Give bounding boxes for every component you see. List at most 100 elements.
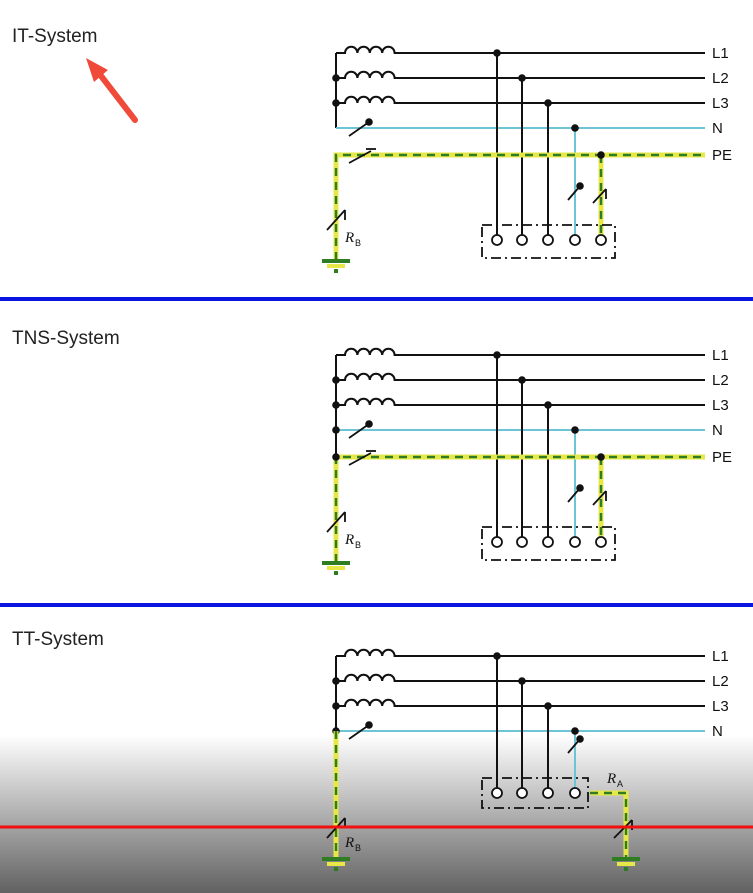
junction-dot (597, 151, 605, 159)
system-title: IT-System (12, 26, 98, 47)
ground-stub (334, 269, 338, 273)
terminal-N (569, 234, 581, 246)
terminal-N (569, 787, 581, 799)
junction-dot (493, 351, 501, 359)
junction-dot (365, 420, 373, 428)
terminal-PE (595, 536, 607, 548)
junction-dot (571, 426, 579, 434)
terminal-L3 (542, 234, 554, 246)
junction-dot (518, 74, 526, 82)
switch-contact-icon (348, 423, 370, 439)
switch-contact-icon (326, 209, 346, 231)
junction-dot (576, 484, 584, 492)
resistor-label: R (606, 771, 616, 787)
transformer-coil-icon (336, 95, 396, 104)
transformer-coil-icon (336, 698, 396, 707)
pe-green-dash (334, 153, 705, 260)
junction-dot (544, 702, 552, 710)
junction-dot (493, 49, 501, 57)
conductor-PE (333, 152, 705, 260)
switch-contact-icon (592, 490, 607, 506)
conductor-label-L3: L3 (712, 698, 729, 715)
transformer-coil-icon (336, 70, 396, 79)
conductor-label-N: N (712, 723, 723, 740)
junction-dot (332, 401, 340, 409)
conductor-label-L1: L1 (712, 45, 729, 62)
junction-dot (332, 426, 340, 434)
conductor-label-L1: L1 (712, 347, 729, 364)
switch-contact-icon (592, 188, 607, 204)
junction-dot (518, 677, 526, 685)
ground-plate-yellow (617, 862, 635, 866)
bottom-shadow-overlay (0, 735, 753, 893)
junction-dot (365, 118, 373, 126)
junction-dot (332, 74, 340, 82)
junction-dot (544, 401, 552, 409)
resistor-label-subscript: B (355, 238, 361, 248)
section-divider (0, 603, 753, 607)
conductor-label-L3: L3 (712, 397, 729, 414)
arrow-shaft (95, 69, 138, 123)
switch-contact-icon (348, 150, 372, 164)
junction-dot (493, 652, 501, 660)
diagram-content: IT-SystemL1L2L3NPETNS-SystemL1L2L3NPETT-… (0, 26, 753, 871)
ground-plate-yellow (327, 566, 345, 570)
transformer-coil-icon (336, 372, 396, 381)
junction-dot (332, 376, 340, 384)
junction-dot (571, 124, 579, 132)
ground-plate (322, 857, 350, 861)
switch-contact-icon (348, 121, 370, 137)
pointer-arrow-icon (86, 58, 138, 123)
junction-dot (518, 376, 526, 384)
switch-contact-icon (613, 819, 633, 839)
ground-plate (322, 561, 350, 565)
transformer-coil-icon (336, 45, 396, 54)
junction-dot (332, 453, 340, 461)
conductor-label-PE: PE (712, 449, 732, 466)
resistor-label-subscript: B (355, 843, 361, 853)
conductor-label-L1: L1 (712, 648, 729, 665)
resistor-label: R (344, 230, 354, 246)
transformer-coil-icon (336, 347, 396, 356)
conductor-label-L2: L2 (712, 372, 729, 389)
terminal-N (569, 536, 581, 548)
resistor-label-subscript: B (355, 540, 361, 550)
switch-contact-icon (326, 511, 346, 533)
system-title: TNS-System (12, 328, 120, 349)
arrow-head (86, 58, 108, 82)
ground-stub (334, 571, 338, 575)
junction-dot (576, 182, 584, 190)
resistor-label-subscript: A (617, 779, 623, 789)
junction-dot (544, 99, 552, 107)
conductor-label-N: N (712, 120, 723, 137)
conductor-label-PE: PE (712, 147, 732, 164)
system-title: TT-System (12, 629, 104, 650)
terminal-L3 (542, 536, 554, 548)
earth-lead-RA (590, 790, 629, 858)
transformer-coil-icon (336, 673, 396, 682)
transformer-coil-icon (336, 397, 396, 406)
terminal-L3 (542, 787, 554, 799)
ground-plate (612, 857, 640, 861)
conductor-label-L2: L2 (712, 70, 729, 87)
ground-plate (322, 259, 350, 263)
ground-icon (612, 857, 640, 871)
terminal-L2 (516, 234, 528, 246)
equipment-enclosure (481, 777, 589, 809)
junction-dot (576, 735, 584, 743)
junction-dot (332, 99, 340, 107)
ground-icon (322, 259, 350, 273)
ground-stub (624, 867, 628, 871)
terminal-PE (595, 234, 607, 246)
equipment-enclosure (481, 224, 616, 259)
ground-plate-yellow (327, 862, 345, 866)
junction-dot (597, 453, 605, 461)
junction-dot (332, 677, 340, 685)
transformer-coil-icon (336, 648, 396, 657)
resistor-label: R (344, 835, 354, 851)
